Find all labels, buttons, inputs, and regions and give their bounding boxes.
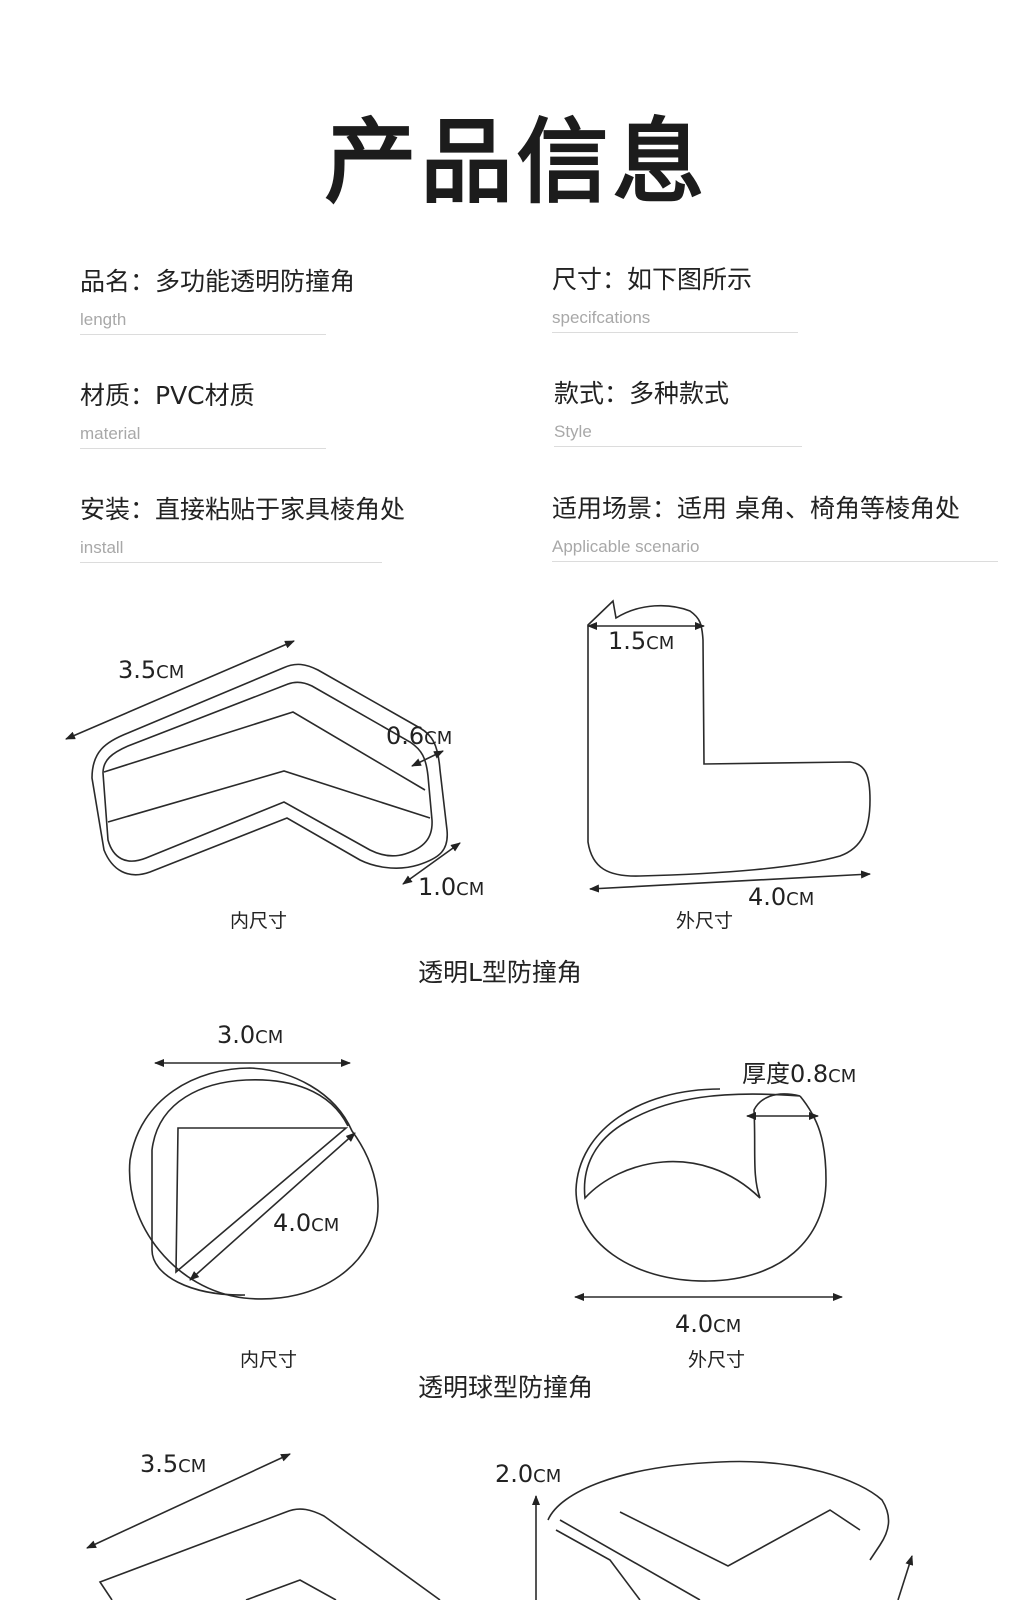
- dimension-line: [86, 1453, 291, 1549]
- divider: [80, 562, 382, 563]
- ball-corner-outer-drawing: [575, 1088, 827, 1282]
- dimension-label: 3.5CM: [118, 656, 185, 684]
- dimension-label: 厚度0.8CM: [742, 1060, 857, 1088]
- spec-subtitle: Applicable scenario: [552, 537, 700, 556]
- spec-subtitle: material: [80, 424, 141, 443]
- inner-size-caption: 内尺寸: [240, 1349, 298, 1371]
- page-title: 产品信息: [324, 109, 709, 216]
- spec-size: 尺寸：如下图所示 specifcations: [552, 260, 798, 333]
- dimension-label: 3.5CM: [140, 1450, 207, 1478]
- spec-material: 材质：PVC材质 material: [80, 376, 326, 449]
- outer-size-caption: 外尺寸: [676, 910, 734, 932]
- divider: [552, 561, 998, 562]
- dimension-label: 4.0CM: [675, 1310, 742, 1338]
- divider: [554, 446, 802, 447]
- spec-label: 尺寸：如下图所示: [552, 265, 753, 294]
- l-corner-inner-drawing: [91, 663, 449, 876]
- spec-label: 品名：多功能透明防撞角: [80, 267, 356, 296]
- divider: [80, 448, 326, 449]
- dimension-line: [411, 750, 444, 767]
- spec-product-name: 品名：多功能透明防撞角 length: [80, 262, 356, 335]
- dimension-line: [897, 1555, 914, 1600]
- spec-subtitle: specifcations: [552, 308, 651, 327]
- spec-label: 材质：PVC材质: [80, 381, 255, 410]
- dimension-label: 1.0CM: [418, 873, 485, 901]
- spec-subtitle: Style: [554, 422, 592, 441]
- spec-label: 适用场景：适用 桌角、椅角等棱角处: [552, 494, 960, 523]
- spec-style: 款式：多种款式 Style: [554, 374, 802, 447]
- dimension-line: [65, 640, 295, 740]
- dimension-label: 4.0CM: [273, 1209, 340, 1237]
- divider: [552, 332, 798, 333]
- dimension-label: 3.0CM: [217, 1021, 284, 1049]
- dimension-line: [402, 842, 461, 885]
- spec-label: 款式：多种款式: [554, 379, 730, 408]
- dimension-line: [589, 870, 871, 893]
- spec-label: 安装：直接粘贴于家具棱角处: [80, 495, 406, 524]
- outer-size-caption: 外尺寸: [688, 1349, 746, 1371]
- inner-size-caption: 内尺寸: [230, 910, 288, 932]
- dimension-label: 0.6CM: [386, 722, 453, 750]
- spec-subtitle: length: [80, 310, 127, 329]
- dimension-line: [189, 1132, 356, 1281]
- spec-install: 安装：直接粘贴于家具棱角处 install: [80, 490, 406, 563]
- dimension-label: 2.0CM: [495, 1460, 562, 1488]
- dimension-label: 4.0CM: [748, 883, 815, 911]
- ball-corner-inner-drawing: [128, 1067, 379, 1300]
- dimension-label: 1.5CM: [608, 627, 675, 655]
- product-name: 透明L型防撞角: [418, 958, 582, 987]
- spec-subtitle: install: [80, 538, 124, 557]
- spec-scenario: 适用场景：适用 桌角、椅角等棱角处 Applicable scenario: [552, 489, 998, 562]
- product-name: 透明球型防撞角: [418, 1373, 594, 1402]
- divider: [80, 334, 326, 335]
